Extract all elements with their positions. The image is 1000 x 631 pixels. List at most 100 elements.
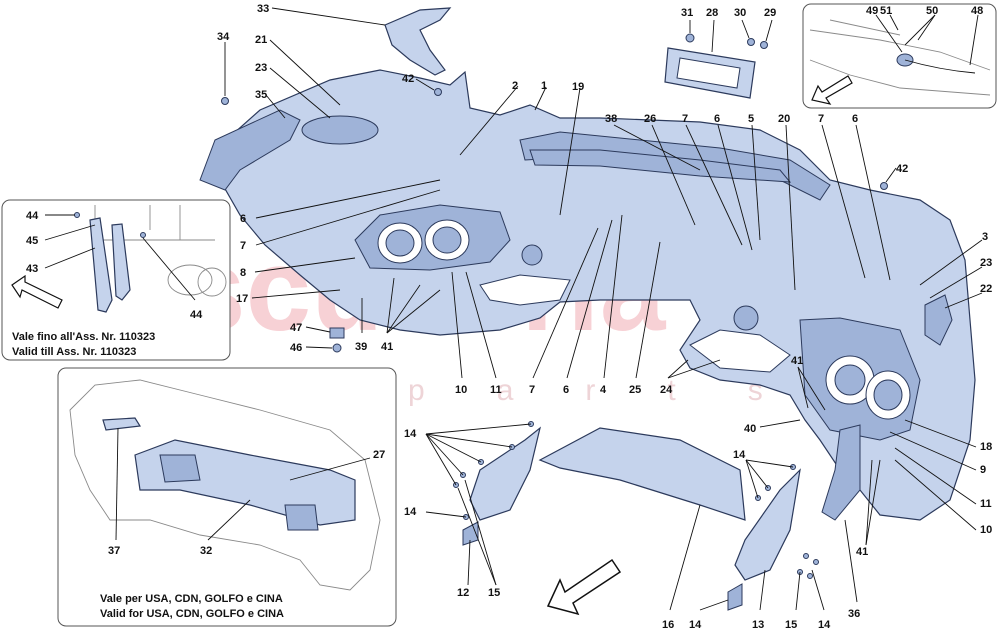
inset-cable-48 — [904, 59, 976, 74]
inset-bracket-43 — [89, 217, 131, 313]
label-20: 20 — [778, 113, 790, 125]
label-5: 5 — [748, 113, 754, 125]
fastener — [803, 553, 809, 559]
right-exhaust-pipe-1 — [834, 364, 866, 396]
upper-bracket-33 — [384, 7, 452, 76]
label-41: 41 — [856, 546, 868, 558]
label-14: 14 — [404, 428, 417, 440]
rear-bumper-assembly — [199, 69, 976, 521]
parking-sensor-center — [733, 305, 759, 331]
direction-arrow-icon — [546, 558, 622, 616]
label-11: 11 — [490, 384, 502, 396]
inset-bottom-caption-it: Vale per USA, CDN, GOLFO e CINA — [100, 593, 283, 605]
impact-beam-27-box — [159, 454, 319, 531]
inset-ghost-line — [809, 59, 991, 96]
label-29: 29 — [764, 7, 776, 19]
label-42: 42 — [896, 163, 908, 175]
label-44: 44 — [26, 210, 39, 222]
label-19: 19 — [572, 81, 584, 93]
left-bracket-35 — [199, 109, 301, 191]
label-14: 14 — [818, 619, 831, 631]
label-43: 43 — [26, 263, 38, 275]
label-22: 22 — [980, 283, 992, 295]
label-37: 37 — [108, 545, 120, 557]
label-48: 48 — [971, 5, 983, 17]
label-15: 15 — [488, 587, 500, 599]
label-42: 42 — [402, 73, 414, 85]
inset-detail-bottom: Vale per USA, CDN, GOLFO e CINA Valid fo… — [57, 367, 397, 627]
bracket-37 — [102, 417, 142, 431]
label-2: 2 — [512, 80, 518, 92]
screw-29 — [760, 41, 768, 49]
parking-sensor-left — [521, 244, 543, 266]
label-13: 13 — [752, 619, 764, 631]
clip-47 — [329, 327, 345, 339]
label-23: 23 — [255, 62, 267, 74]
label-6: 6 — [714, 113, 720, 125]
label-40: 40 — [744, 423, 756, 435]
inset-left-caption-it: Vale fino all'Ass. Nr. 110323 — [12, 331, 155, 343]
label-39: 39 — [355, 341, 367, 353]
side-panel-13 — [734, 468, 801, 581]
label-9: 9 — [980, 464, 986, 476]
label-7: 7 — [682, 113, 688, 125]
inset-left-caption-en: Valid till Ass. Nr. 110323 — [12, 346, 136, 358]
left-reflector-21 — [301, 115, 379, 145]
screw-42b — [880, 182, 888, 190]
label-34: 34 — [217, 31, 230, 43]
label-50: 50 — [926, 5, 938, 17]
label-46: 46 — [290, 342, 302, 354]
label-35: 35 — [255, 89, 267, 101]
label-11: 11 — [980, 498, 992, 510]
label-15: 15 — [785, 619, 797, 631]
label-31: 31 — [681, 7, 693, 19]
label-3: 3 — [982, 231, 988, 243]
inset-ghost-line — [809, 29, 991, 71]
label-41: 41 — [791, 355, 803, 367]
right-exhaust-pipe-2 — [873, 379, 903, 411]
label-49: 49 — [866, 5, 878, 17]
label-32: 32 — [200, 545, 212, 557]
nut-31 — [685, 33, 695, 43]
label-10: 10 — [455, 384, 467, 396]
inset-screw-44 — [74, 212, 80, 218]
label-21: 21 — [255, 34, 267, 46]
label-44: 44 — [190, 309, 203, 321]
inset-arrow-icon — [11, 274, 63, 309]
label-45: 45 — [26, 235, 38, 247]
inset-ghost-pipe — [167, 264, 213, 296]
license-plate-window — [676, 57, 741, 89]
label-14: 14 — [404, 506, 417, 518]
label-7: 7 — [818, 113, 824, 125]
inset-detail-top-right — [802, 3, 997, 109]
label-6: 6 — [240, 213, 246, 225]
diffuser-opening — [479, 274, 571, 306]
screw-34 — [221, 97, 229, 105]
label-12: 12 — [457, 587, 469, 599]
leader-lines — [44, 7, 983, 611]
label-24: 24 — [660, 384, 673, 396]
inset-bottom-caption-en: Valid for USA, CDN, GOLFO e CINA — [100, 608, 284, 620]
inset-ghost-pipe — [197, 267, 227, 297]
label-28: 28 — [706, 7, 718, 19]
screw-42a — [434, 88, 442, 96]
inset-screw-44 — [140, 232, 146, 238]
diffuser-strip-36 — [821, 424, 861, 521]
underbody-panel-16 — [538, 427, 746, 521]
label-36: 36 — [848, 608, 860, 620]
label-25: 25 — [629, 384, 641, 396]
label-6: 6 — [563, 384, 569, 396]
label-6: 6 — [852, 113, 858, 125]
label-8: 8 — [240, 267, 246, 279]
label-7: 7 — [529, 384, 535, 396]
fastener — [807, 573, 813, 579]
support-rail-38 — [529, 149, 792, 183]
inset-bumper-outline — [69, 379, 381, 591]
label-18: 18 — [980, 441, 992, 453]
label-23: 23 — [980, 257, 992, 269]
label-26: 26 — [644, 113, 656, 125]
part-labels: 33 34 21 23 42 35 2 1 19 31 28 30 29 38 … — [26, 3, 992, 631]
fastener — [813, 559, 819, 565]
left-exhaust-pipe-1 — [385, 229, 415, 257]
